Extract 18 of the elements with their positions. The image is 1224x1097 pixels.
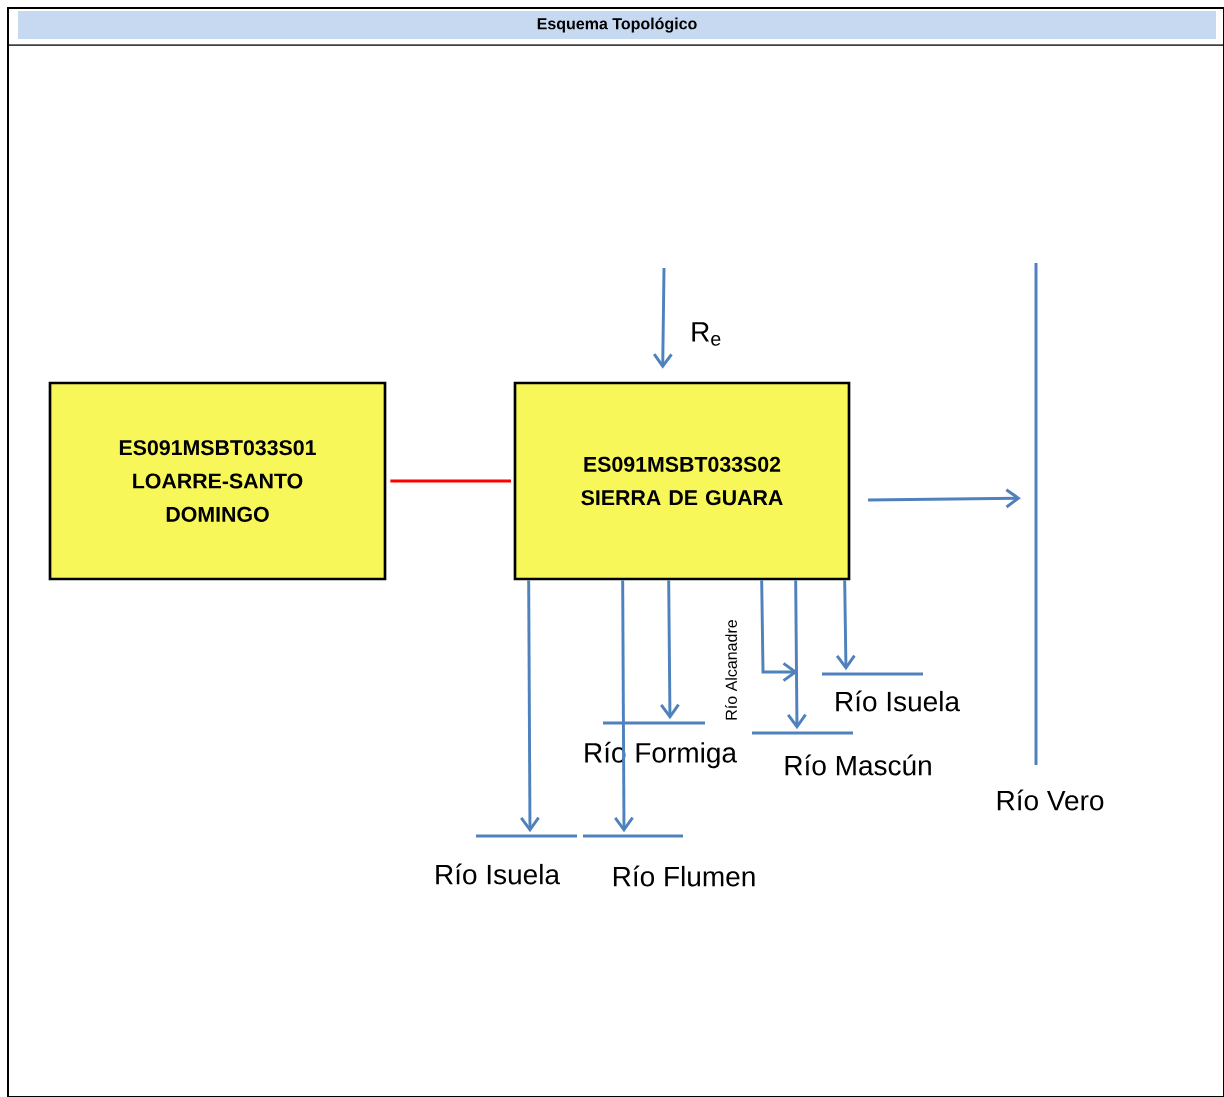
arrow xyxy=(835,580,856,671)
arrow xyxy=(614,580,634,833)
river-label: Río Flumen xyxy=(613,865,755,887)
river-label: Río Isuela xyxy=(836,690,960,712)
river-label: Río Mascún xyxy=(785,754,931,776)
edge-label: R$_{e}$ xyxy=(692,322,721,346)
arrow xyxy=(520,580,540,833)
water-body-box: ES091MSBT033S02 SIERRA DE GUARA xyxy=(513,381,851,581)
water-body-box: ES091MSBT033S01 LOARRE-SANTO DOMINGO xyxy=(48,381,387,581)
arrow xyxy=(868,488,1021,509)
river-label: Río Vero xyxy=(997,789,1104,811)
arrow xyxy=(760,580,798,682)
river-label: Río Isuela xyxy=(436,863,560,885)
arrow xyxy=(653,268,673,369)
edge-label: Río Alcanadre xyxy=(725,620,737,720)
arrow xyxy=(787,580,807,730)
arrow xyxy=(660,580,680,720)
title-bar: Esquema Topológico xyxy=(18,11,1216,39)
